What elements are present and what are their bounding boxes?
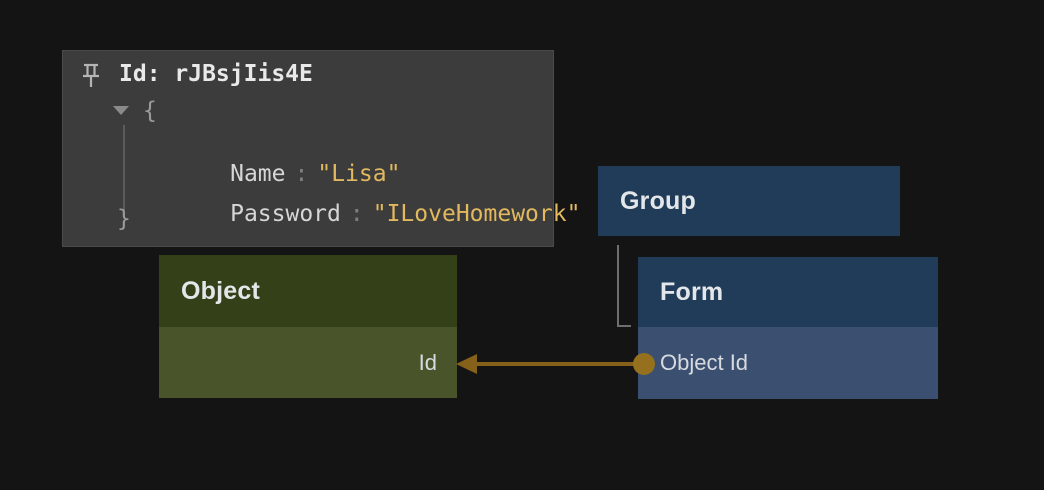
json-value: "Lisa" bbox=[317, 161, 401, 187]
json-separator: : bbox=[349, 201, 364, 227]
node-group-header[interactable]: Group bbox=[598, 166, 900, 236]
pinned-object-id: Id: rJBsjIis4E bbox=[119, 61, 313, 87]
arrowhead-icon bbox=[456, 354, 477, 374]
hierarchy-connector bbox=[617, 245, 631, 327]
node-object-header[interactable]: Object bbox=[159, 255, 457, 327]
json-close-brace: } bbox=[117, 206, 131, 232]
chevron-down-icon[interactable] bbox=[113, 106, 129, 115]
port-form-object-id-label: Object Id bbox=[660, 350, 749, 375]
indent-guide bbox=[123, 125, 125, 215]
node-form-header[interactable]: Form bbox=[638, 257, 938, 327]
node-group-title: Group bbox=[620, 186, 696, 215]
json-separator: : bbox=[294, 161, 309, 187]
node-form-title: Form bbox=[660, 277, 724, 306]
port-object-id[interactable]: Id bbox=[159, 327, 457, 398]
port-form-object-id[interactable]: Object Id bbox=[638, 327, 938, 399]
node-object[interactable]: Object Id bbox=[159, 255, 457, 398]
json-key: Password bbox=[230, 201, 341, 227]
node-form[interactable]: Form Object Id bbox=[638, 257, 938, 399]
json-entry-password: Password: "ILoveHomework" bbox=[147, 175, 580, 253]
json-key: Name bbox=[230, 161, 286, 187]
data-connection-arrow[interactable] bbox=[445, 348, 660, 380]
json-entry-name: Name: "Lisa" bbox=[147, 135, 400, 213]
pin-icon[interactable] bbox=[81, 62, 101, 90]
node-group[interactable]: Group bbox=[598, 166, 900, 236]
json-value: "ILoveHomework" bbox=[372, 201, 581, 227]
inspector-tooltip: Id: rJBsjIis4E { Name: "Lisa" Password: "I… bbox=[62, 50, 580, 247]
connection-dot[interactable] bbox=[633, 353, 655, 375]
port-object-id-label: Id bbox=[418, 349, 437, 375]
json-open-brace: { bbox=[143, 98, 157, 124]
node-object-title: Object bbox=[181, 276, 260, 305]
